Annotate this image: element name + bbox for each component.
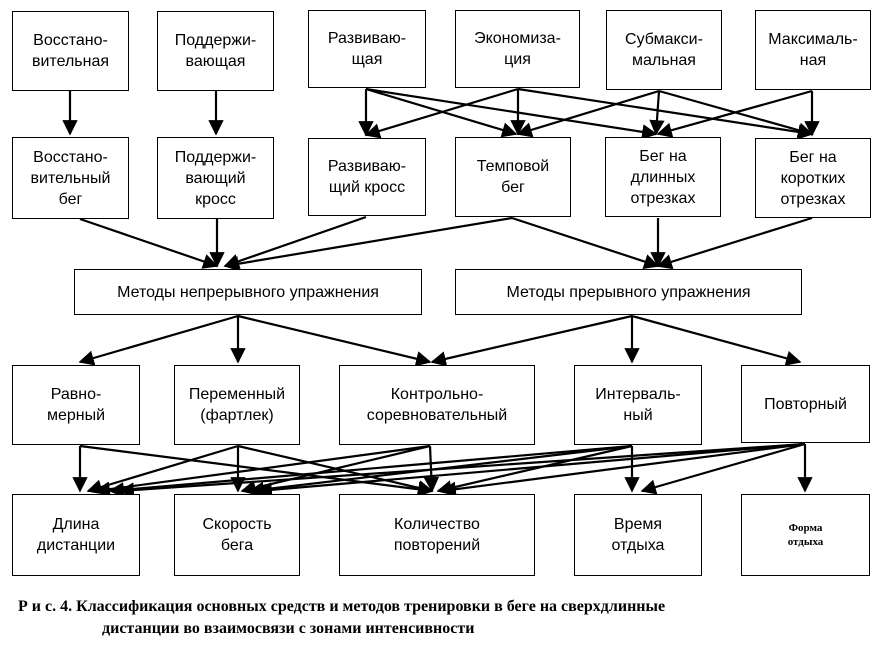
caption-line-1: Р и с. 4. Классификация основных средств… xyxy=(18,598,666,615)
zone-label: Поддержи- вающая xyxy=(174,32,257,70)
param-box-speed: Скорость бега xyxy=(174,494,300,576)
param-box-rest-time: Время отдыха xyxy=(574,494,702,576)
param-label: Количество повторений xyxy=(393,516,481,554)
means-box-long-segments: Бег на длинных отрезках xyxy=(605,137,721,217)
means-label: Темповой бег xyxy=(476,158,550,196)
zone-label: Восстано- вительная xyxy=(31,32,110,70)
method-label: Интерваль- ный xyxy=(595,386,681,424)
zone-label: Субмакси- мальная xyxy=(625,31,703,69)
connector-arrow xyxy=(237,314,432,367)
connector-arrow xyxy=(516,89,660,138)
method-group-interval: Методы прерывного упражнения xyxy=(455,269,802,315)
connector-arrow xyxy=(118,442,806,498)
connector-arrow xyxy=(640,442,806,495)
zone-box-maximal: Максималь- ная xyxy=(755,10,871,90)
zone-label: Экономиза- ция xyxy=(474,30,561,68)
connector-arrow xyxy=(108,444,633,498)
connector-arrow xyxy=(365,87,658,140)
param-box-rest-form: Форма отдыха xyxy=(741,494,870,576)
connector-arrow xyxy=(78,314,239,366)
method-group-continuous: Методы непрерывного упражнения xyxy=(74,269,422,315)
means-box-tempo-run: Темповой бег xyxy=(455,137,571,217)
connector-arrow xyxy=(649,90,665,136)
caption-line-2: дистанции во взаимосвязи с зонами интенс… xyxy=(102,620,475,637)
method-box-control-competitive: Контрольно- соревновательный xyxy=(339,365,535,445)
means-label: Бег на коротких отрезках xyxy=(780,148,846,208)
method-label: Равно- мерный xyxy=(46,386,106,424)
means-box-short-segments: Бег на коротких отрезках xyxy=(755,138,871,218)
connector-arrow xyxy=(240,444,431,496)
connector-arrow xyxy=(223,215,367,269)
method-box-uniform: Равно- мерный xyxy=(12,365,140,445)
method-box-interval: Интерваль- ный xyxy=(574,365,702,445)
means-label: Бег на длинных отрезках xyxy=(630,147,696,207)
param-box-distance: Длина дистанции xyxy=(12,494,140,576)
connector-arrow xyxy=(656,216,813,270)
means-label: Поддержи- вающий кросс xyxy=(174,148,257,208)
method-group-label: Методы непрерывного упражнения xyxy=(117,283,379,301)
param-label: Время отдыха xyxy=(611,516,665,554)
zone-box-supporting: Поддержи- вающая xyxy=(157,11,274,91)
method-label: Повторный xyxy=(764,395,847,413)
connector-arrow xyxy=(364,87,519,139)
connector-arrow xyxy=(79,217,219,269)
param-label: Длина дистанции xyxy=(36,516,116,554)
zone-box-submaximal: Субмакси- мальная xyxy=(606,10,722,90)
means-label: Развиваю- щий кросс xyxy=(327,158,407,196)
param-label: Скорость бега xyxy=(202,516,272,554)
connector-arrow xyxy=(517,87,814,140)
method-label: Контрольно- соревновательный xyxy=(366,386,508,424)
param-label: Форма отдыха xyxy=(787,522,824,548)
zone-box-developing: Развиваю- щая xyxy=(308,10,426,88)
connector-arrow xyxy=(223,216,513,272)
zone-label: Развиваю- щая xyxy=(327,30,407,68)
zone-box-economization: Экономиза- ция xyxy=(455,10,580,88)
means-box-supporting-cross: Поддержи- вающий кросс xyxy=(157,137,274,219)
zone-box-restorative: Восстано- вительная xyxy=(12,11,129,91)
connector-arrow xyxy=(256,442,806,498)
means-box-restorative-run: Восстано- вительный бег xyxy=(12,137,129,219)
connector-arrow xyxy=(436,444,633,496)
param-box-repetitions: Количество повторений xyxy=(339,494,535,576)
connector-arrow xyxy=(656,89,813,138)
connector-arrow xyxy=(440,442,806,497)
method-box-fartlek: Переменный (фартлек) xyxy=(174,365,300,445)
method-group-label: Методы прерывного упражнения xyxy=(506,283,751,301)
means-box-developing-cross: Развиваю- щий кросс xyxy=(308,138,426,216)
connector-arrow xyxy=(430,314,633,367)
connector-arrow xyxy=(94,444,431,497)
method-box-repeated: Повторный xyxy=(741,365,870,443)
figure-caption: Р и с. 4. Классификация основных средств… xyxy=(18,596,868,640)
connector-arrow xyxy=(423,445,440,493)
connector-arrow xyxy=(631,314,802,366)
means-label: Восстано- вительный бег xyxy=(30,148,111,208)
connector-arrow xyxy=(511,216,660,269)
zone-label: Максималь- ная xyxy=(768,31,858,69)
method-label: Переменный (фартлек) xyxy=(188,386,286,424)
